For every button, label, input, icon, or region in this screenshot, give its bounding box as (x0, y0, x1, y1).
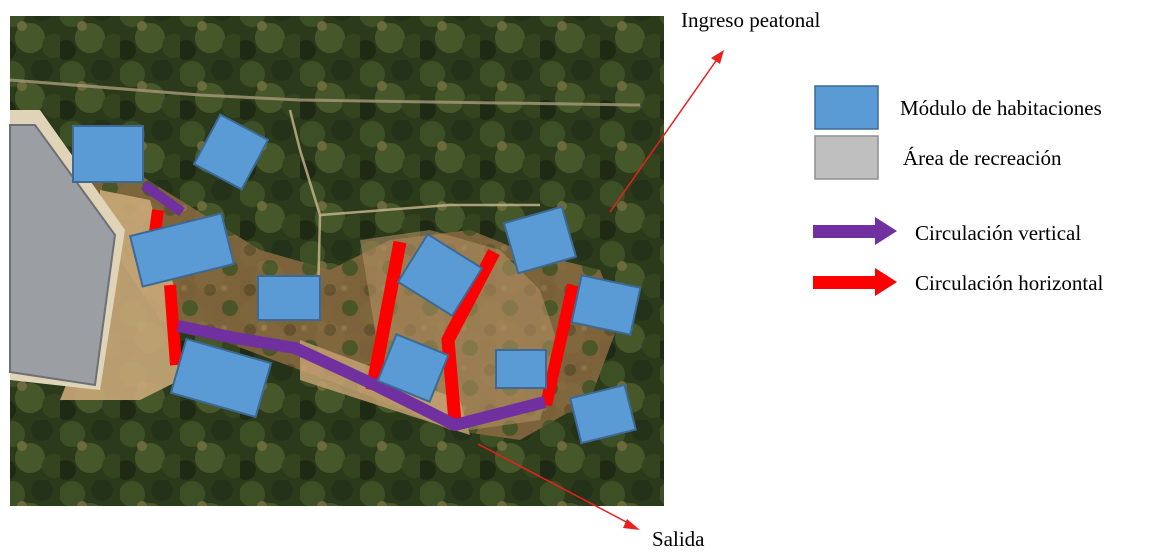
room-module (257, 275, 321, 321)
horizontal-circulation (149, 209, 579, 423)
horizontal-circulation-segment (164, 284, 182, 366)
legend-horizontal-arrow-icon (813, 268, 897, 296)
vertical-circulation-segment (141, 180, 185, 217)
legend-vertical-label: Circulación vertical (915, 221, 1082, 245)
recreation-area (9, 124, 117, 387)
aerial-photo (9, 16, 664, 506)
room-module (128, 212, 236, 288)
horizontal-circulation-segment (441, 248, 500, 423)
legend-recreation-label: Área de recreación (903, 146, 1062, 170)
legend-vertical-arrow-icon (813, 217, 897, 245)
room-module (72, 125, 144, 183)
room-module (169, 337, 273, 419)
legend-rooms-label: Módulo de habitaciones (900, 96, 1102, 120)
room-module (569, 383, 637, 445)
arrowhead-icon (623, 519, 640, 530)
horizontal-circulation-segment (540, 283, 579, 407)
vertical-circulation-segment (176, 320, 547, 431)
vertical-circulation (141, 180, 547, 431)
room-module (502, 205, 578, 275)
legend-room-swatch (814, 85, 879, 130)
room-module (376, 333, 450, 403)
legend-swatches (813, 85, 897, 296)
exit-arrow (477, 443, 640, 530)
entrance-arrow (609, 50, 724, 213)
legend-horizontal-label: Circulación horizontal (915, 271, 1104, 295)
exit-label: Salida (652, 527, 705, 551)
room-module (495, 349, 547, 389)
room-module (396, 232, 484, 318)
horizontal-circulation-segment (365, 240, 407, 392)
room-module (192, 113, 270, 191)
trail (9, 78, 641, 107)
legend-recreation-swatch (814, 135, 879, 180)
arrowhead-icon (711, 50, 724, 64)
room-modules (72, 113, 642, 445)
room-module (570, 274, 642, 336)
horizontal-circulation-segment (149, 209, 164, 233)
entrance-label: Ingreso peatonal (681, 8, 821, 32)
